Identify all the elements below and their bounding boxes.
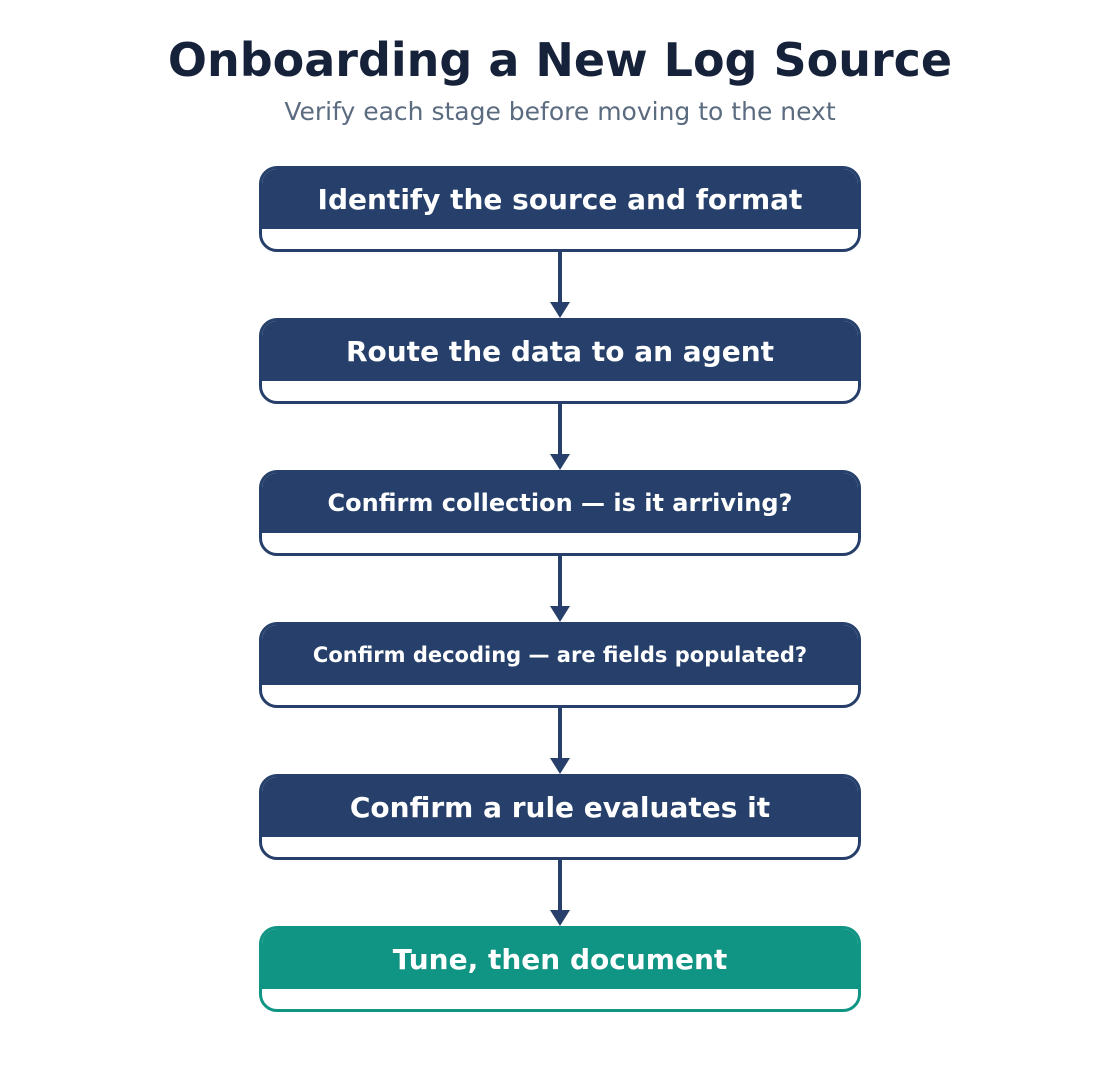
step-label: Tune, then document: [262, 929, 858, 989]
step-label: Confirm collection — is it arriving?: [262, 473, 858, 533]
page-subtitle: Verify each stage before moving to the n…: [284, 97, 836, 126]
step-tune-document: Tune, then document: [259, 926, 861, 1012]
arrow-down-icon: [550, 708, 570, 774]
step-label: Confirm decoding — are fields populated?: [262, 625, 858, 685]
step-identify-source: Identify the source and format: [259, 166, 861, 252]
step-route-data: Route the data to an agent: [259, 318, 861, 404]
arrow-down-icon: [550, 556, 570, 622]
step-label: Confirm a rule evaluates it: [262, 777, 858, 837]
step-label: Route the data to an agent: [262, 321, 858, 381]
step-confirm-collection: Confirm collection — is it arriving?: [259, 470, 861, 556]
page-title: Onboarding a New Log Source: [167, 33, 953, 87]
arrow-down-icon: [550, 252, 570, 318]
arrow-down-icon: [550, 860, 570, 926]
arrow-down-icon: [550, 404, 570, 470]
step-confirm-decoding: Confirm decoding — are fields populated?: [259, 622, 861, 708]
step-label: Identify the source and format: [262, 169, 858, 229]
step-confirm-rule: Confirm a rule evaluates it: [259, 774, 861, 860]
